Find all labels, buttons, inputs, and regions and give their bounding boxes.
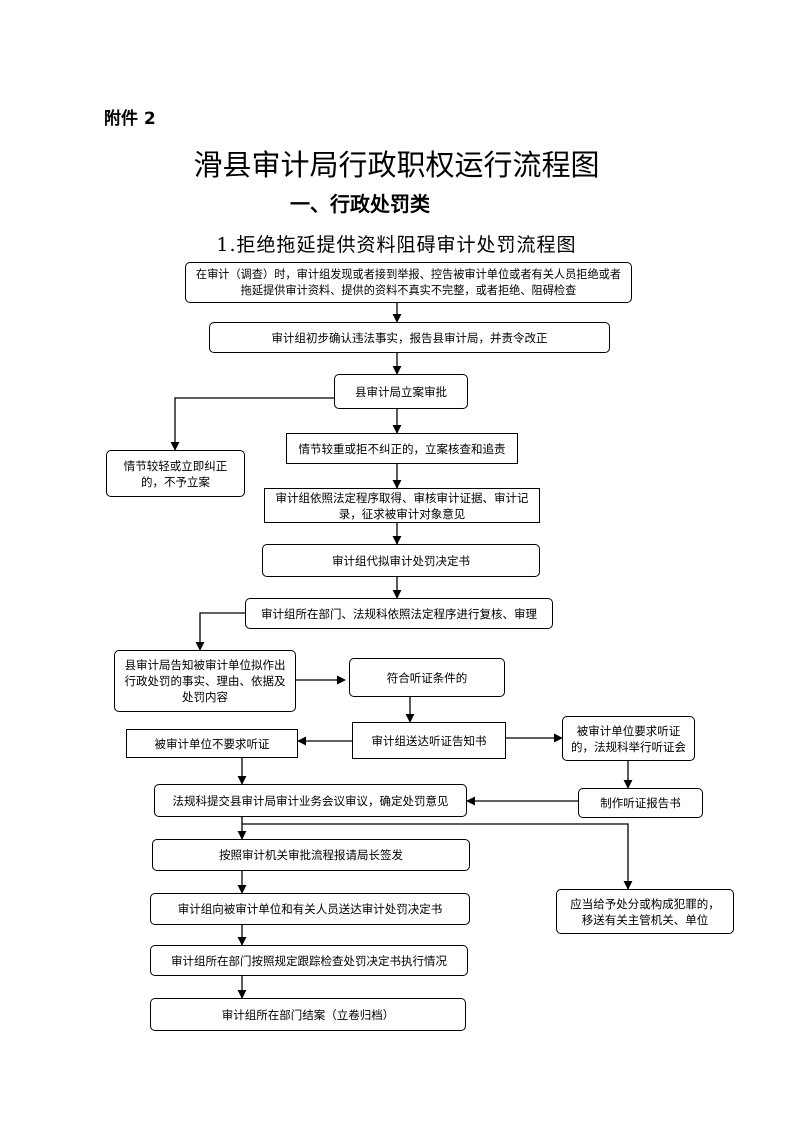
step-review: 审计组所在部门、法规科依照法定程序进行复核、审理: [245, 598, 553, 629]
arrow-n14-n17: [242, 823, 633, 890]
step-confirm-violation: 审计组初步确认违法事实，报告县审计局，并责令改正: [209, 322, 610, 353]
step-draft-decision: 审计组代拟审计处罚决定书: [262, 544, 540, 577]
step-hearing-notice: 审计组送达听证告知书: [352, 722, 506, 759]
arrow-n8-n9: [195, 612, 245, 651]
flowchart-title: 1.拒绝拖延提供资料阻碍审计处罚流程图: [216, 234, 577, 256]
branch-no-hearing: 被审计单位不要求听证: [126, 729, 298, 758]
step-close-case: 审计组所在部门结案（立卷归档）: [150, 998, 466, 1031]
step-collect-evidence: 审计组依照法定程序取得、审核审计证据、审计记录，征求被审计对象意见: [264, 488, 540, 523]
condition-hearing-eligible: 符合听证条件的: [349, 658, 505, 697]
step-track-execution: 审计组所在部门按照规定跟踪检查处罚决定书执行情况: [150, 945, 468, 976]
arrow-n3-n4: [170, 397, 334, 451]
annex-label: 附件 2: [104, 109, 156, 129]
outcome-transfer-authority: 应当给予处分或构成犯罪的，移送有关主管机关、单位: [556, 889, 734, 934]
step-notify-penalty: 县审计局告知被审计单位拟作出行政处罚的事实、理由、依据及处罚内容: [114, 650, 296, 712]
step-deliver-decision: 审计组向被审计单位和有关人员送达审计处罚决定书: [150, 893, 470, 925]
step-business-meeting: 法规科提交县审计局审计业务会议审议，确定处罚意见: [154, 784, 467, 817]
step-director-approval: 按照审计机关审批流程报请局长签发: [152, 839, 470, 871]
step-discover-obstruction: 在审计（调查）时，审计组发现或者接到举报、控告被审计单位或者有关人员拒绝或者拖延…: [185, 262, 632, 303]
branch-hold-hearing: 被审计单位要求听证的，法规科举行听证会: [562, 716, 695, 761]
step-case-approval: 县审计局立案审批: [334, 374, 468, 409]
section-title: 一、行政处罚类: [290, 192, 430, 216]
outcome-no-case: 情节较轻或立即纠正的，不予立案: [106, 450, 245, 497]
page-title: 滑县审计局行政职权运行流程图: [193, 148, 600, 182]
step-open-case: 情节较重或拒不纠正的，立案核查和追责: [286, 433, 518, 464]
step-hearing-report: 制作听证报告书: [578, 788, 703, 818]
